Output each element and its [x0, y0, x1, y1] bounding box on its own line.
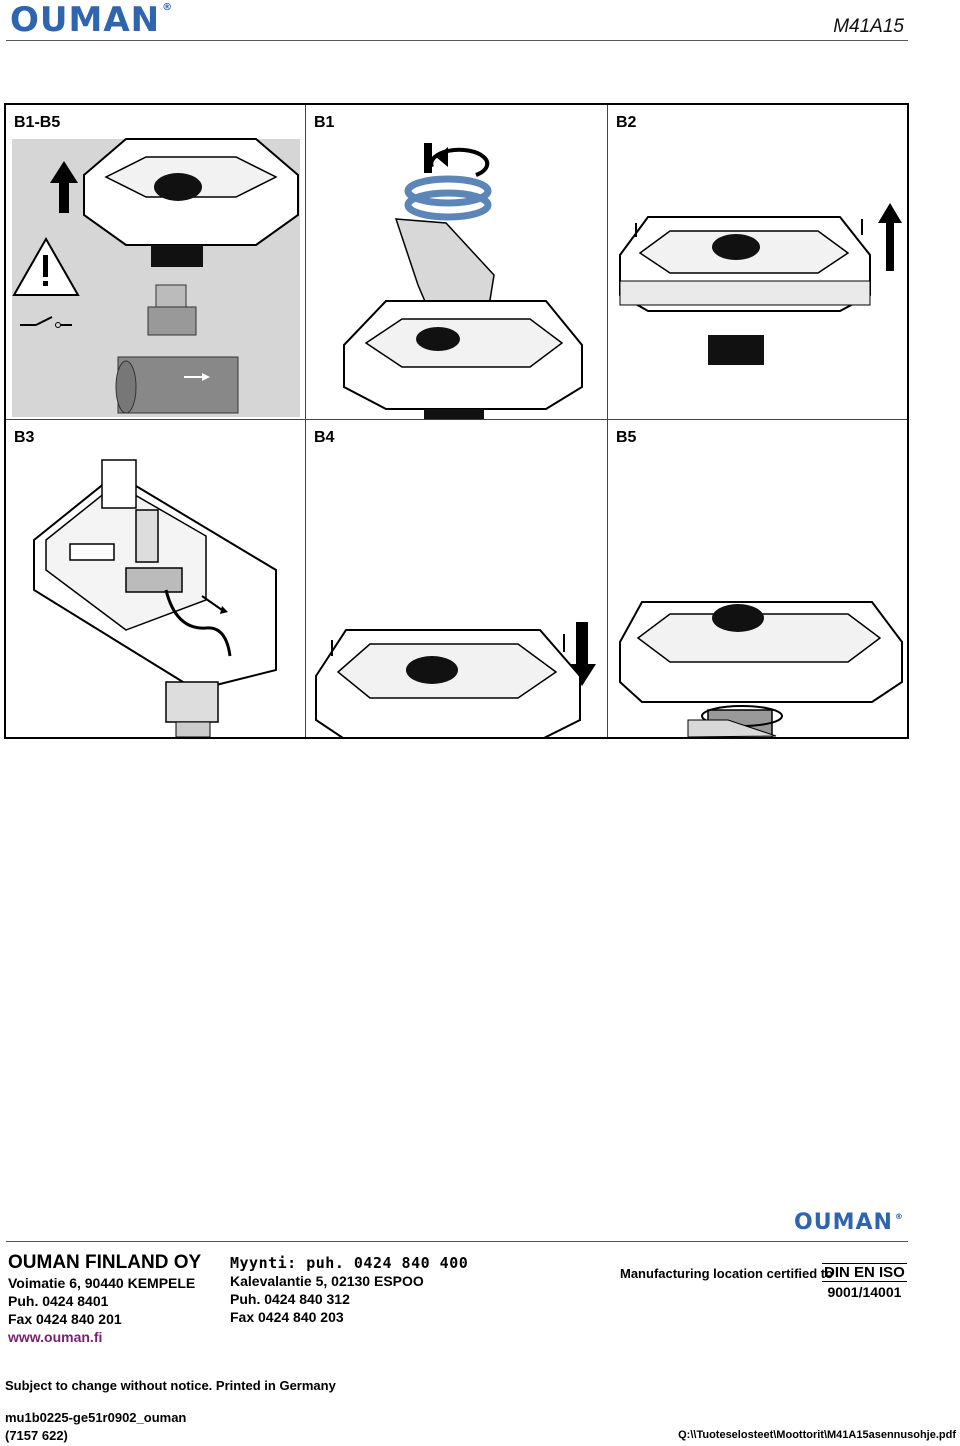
company-block: OUMAN FINLAND OY Voimatie 6, 90440 KEMPE…	[8, 1252, 201, 1346]
lower-cover-illustration	[315, 622, 596, 737]
header-logo-text: OUMAN	[10, 0, 161, 40]
panel-b1: B1	[306, 105, 607, 419]
panel-label: B5	[616, 429, 637, 446]
footer-rule	[6, 1241, 908, 1242]
tighten-nut-illustration	[619, 601, 903, 737]
instruction-grid: B1-B5 B1	[4, 103, 909, 739]
company-address: Voimatie 6, 90440 KEMPELE	[8, 1275, 196, 1291]
panel-label: B4	[314, 429, 335, 446]
certification-standard: DIN EN ISO	[822, 1263, 907, 1282]
document-number: (7157 622)	[5, 1428, 68, 1443]
document-id: mu1b0225-ge51r0902_ouman	[5, 1410, 187, 1425]
change-notice: Subject to change without notice. Printe…	[5, 1378, 336, 1393]
footer-logo: OUMAN®	[794, 1210, 904, 1235]
registered-mark: ®	[162, 2, 174, 13]
header-rule	[6, 40, 908, 41]
panel-label: B2	[616, 114, 637, 131]
sales-title: Myynti: puh. 0424 840 400	[230, 1254, 469, 1272]
panel-label: B3	[14, 429, 35, 446]
certification-text: Manufacturing location certified to	[620, 1266, 834, 1281]
company-phone: Puh. 0424 8401	[8, 1293, 109, 1309]
sales-block: Myynti: puh. 0424 840 400 Kalevalantie 5…	[230, 1254, 468, 1326]
panel-b5: B5	[608, 420, 909, 737]
company-website-link[interactable]: www.ouman.fi	[8, 1329, 103, 1345]
panel-b1-b5: B1-B5	[6, 105, 305, 419]
sales-fax: Fax 0424 840 203	[230, 1309, 344, 1325]
footer-logo-text: OUMAN	[794, 1210, 893, 1235]
panel-b3: B3	[6, 420, 305, 737]
panel-label: B1-B5	[14, 114, 61, 131]
sales-phone: Puh. 0424 840 312	[230, 1291, 350, 1307]
header-logo: OUMAN®	[10, 0, 173, 40]
document-code: M41A15	[833, 16, 904, 37]
file-path: Q:\\Tuoteselosteet\Moottorit\M41A15asenn…	[678, 1429, 956, 1441]
registered-mark: ®	[894, 1212, 904, 1221]
rotate-knob-illustration	[343, 143, 583, 419]
company-fax: Fax 0424 840 201	[8, 1311, 122, 1327]
panel-b2: B2	[608, 105, 909, 419]
certification-badge: DIN EN ISO 9001/14001	[822, 1263, 907, 1300]
wiring-illustration	[33, 459, 277, 737]
lift-cover-illustration	[619, 203, 902, 365]
certification-numbers: 9001/14001	[827, 1284, 902, 1300]
valve-actuator-illustration	[12, 138, 300, 417]
panel-label: B1	[314, 114, 335, 131]
company-name: OUMAN FINLAND OY	[8, 1252, 202, 1273]
panel-b4: B4	[306, 420, 607, 737]
sales-address: Kalevalantie 5, 02130 ESPOO	[230, 1273, 424, 1289]
